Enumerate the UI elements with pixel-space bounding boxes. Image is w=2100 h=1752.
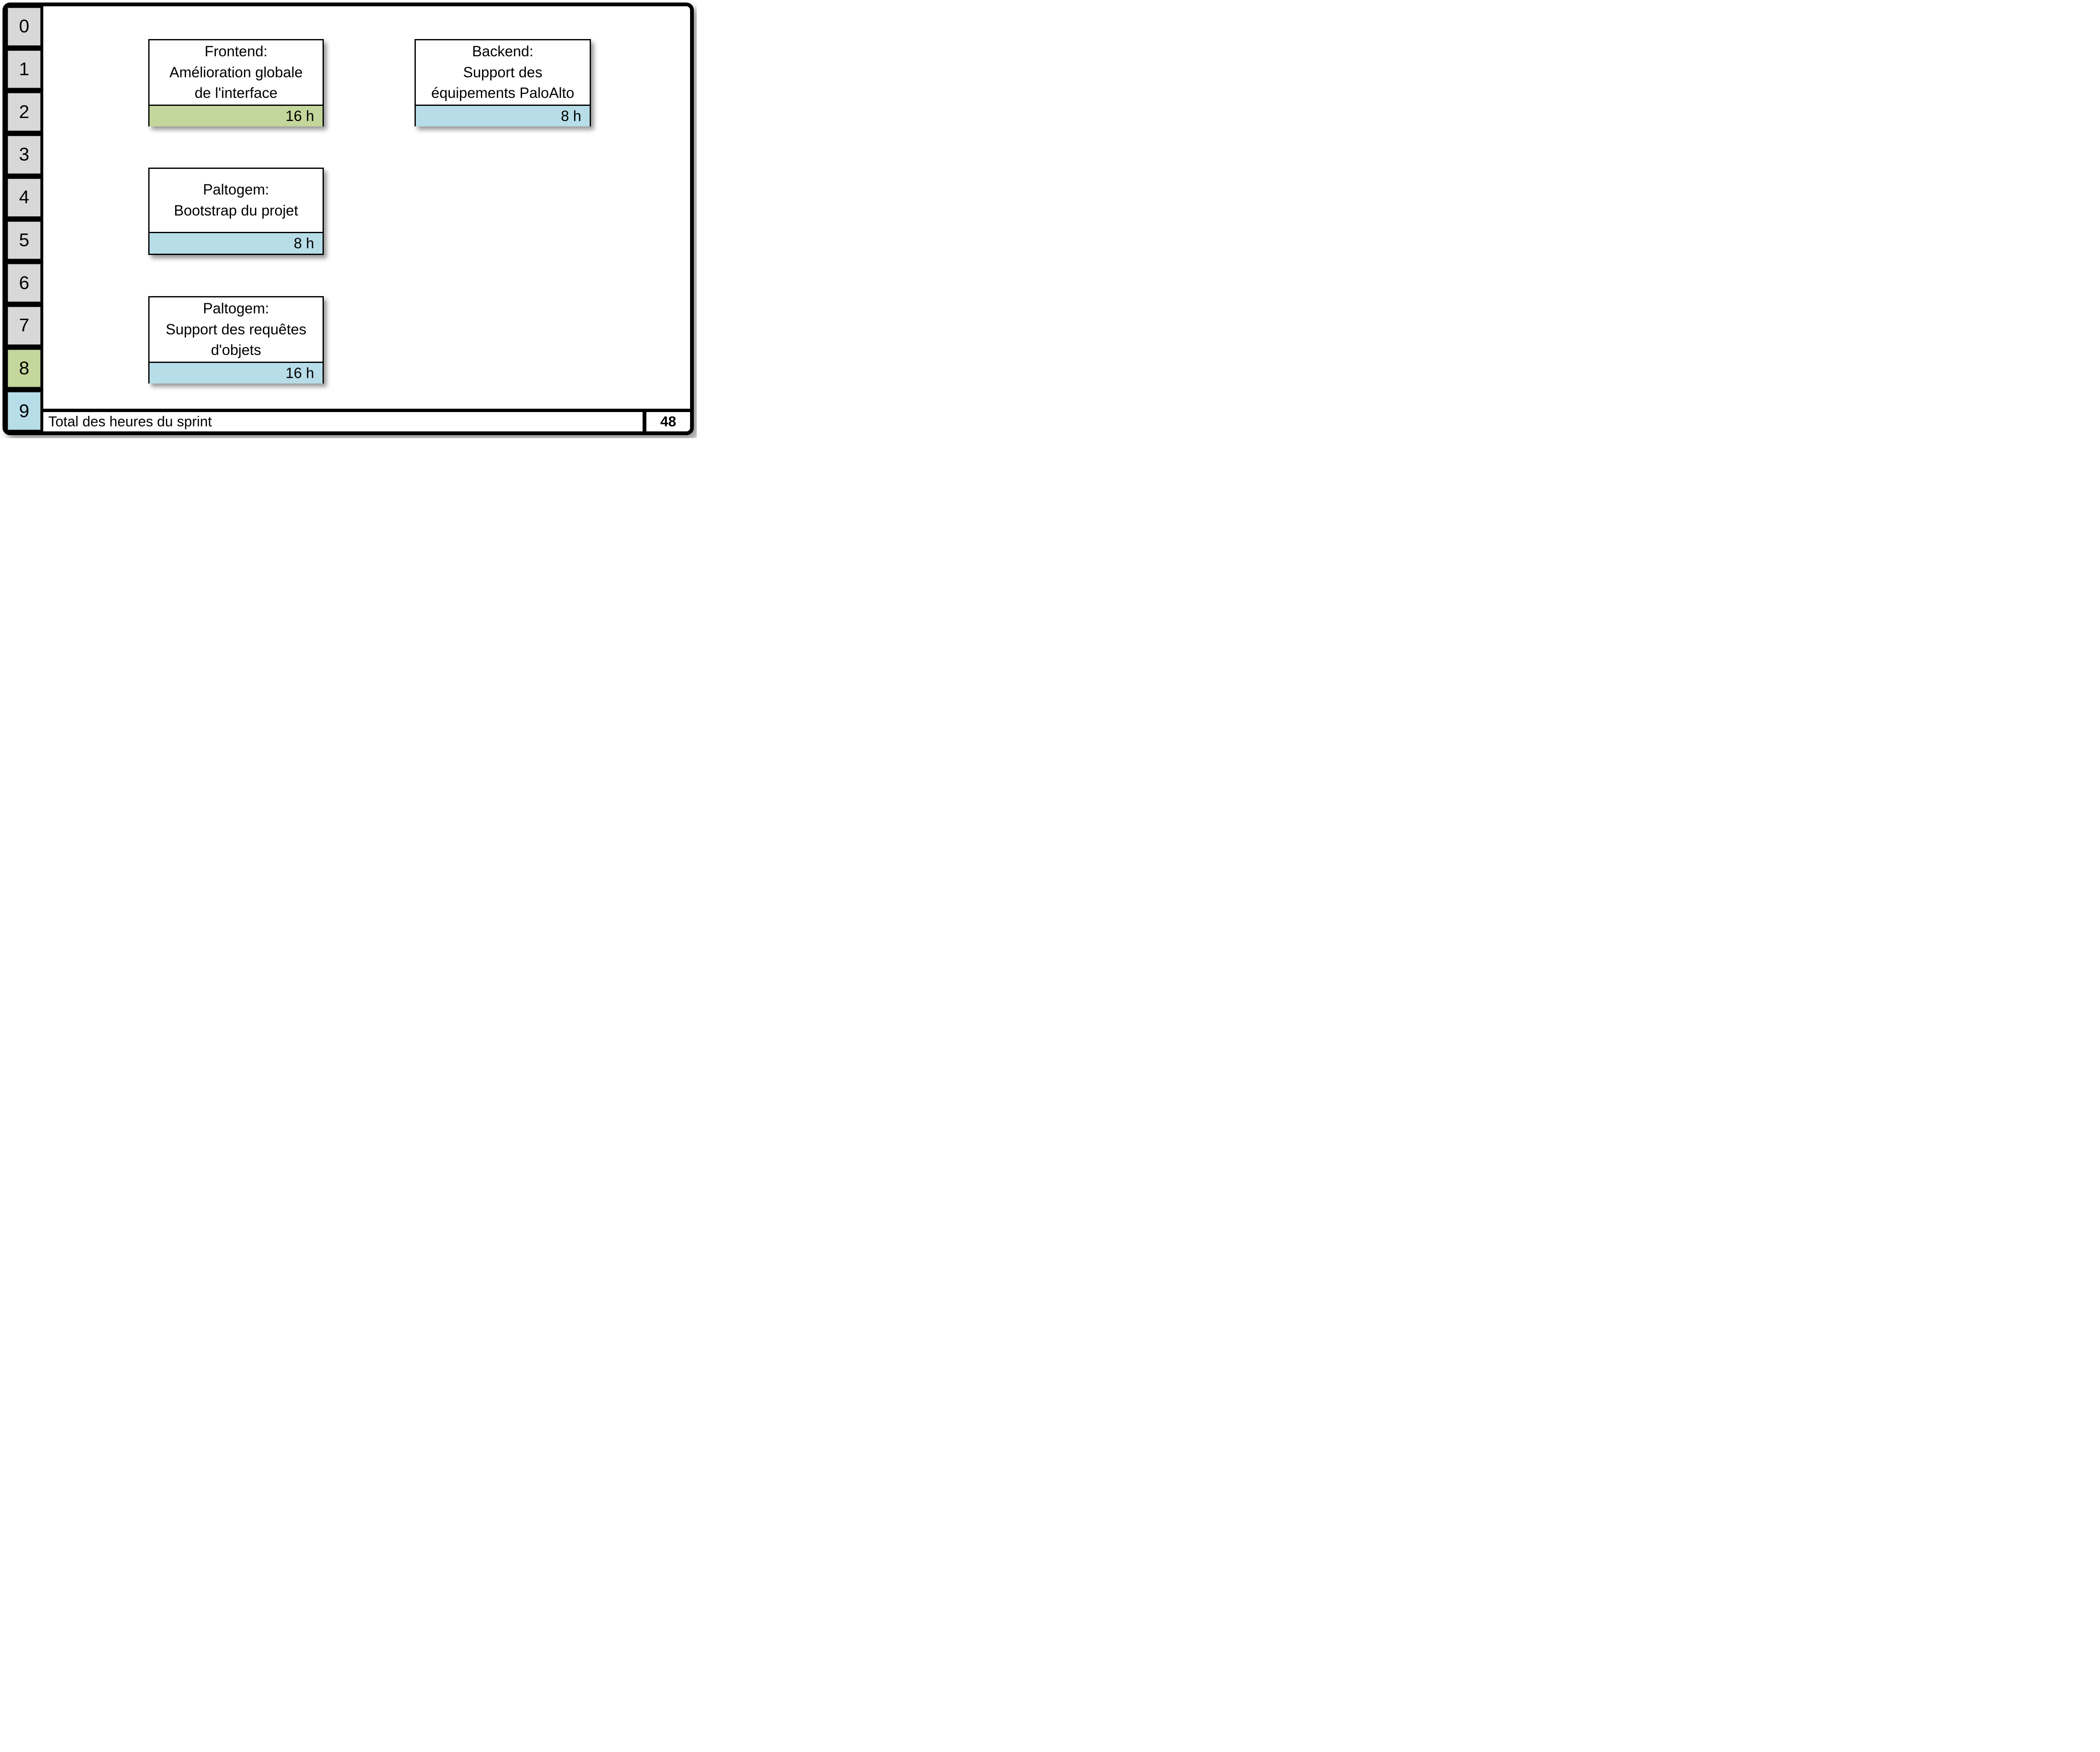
task-card-hours-bar: 8 h	[416, 105, 590, 127]
rail-cell-1: 1	[7, 50, 41, 89]
task-card-title: Paltogem: Bootstrap du projet	[174, 181, 298, 219]
rail-cell-6: 6	[7, 263, 41, 302]
task-card-paltogem-bootstrap: Paltogem: Bootstrap du projet 8 h	[148, 168, 324, 255]
task-card-title: Paltogem: Support des requêtes d'objets	[165, 300, 307, 359]
sprint-total-row: Total des heures du sprint 48	[43, 409, 690, 431]
rail-cell-4: 4	[7, 178, 41, 217]
sprint-board: 0 1 2 3 4 5 6 7 8 9 Frontend: Améliorati…	[0, 0, 697, 438]
task-card-frontend: Frontend: Amélioration globale de l'inte…	[148, 39, 324, 127]
rail-cell-3: 3	[7, 135, 41, 174]
sprint-total-label: Total des heures du sprint	[48, 413, 212, 430]
task-card-hours-bar: 16 h	[150, 105, 323, 127]
task-card-backend: Backend: Support des équipements PaloAlt…	[415, 39, 591, 127]
rail-cell-7: 7	[7, 306, 41, 345]
rail-cell-2: 2	[7, 92, 41, 132]
rail-cell-9: 9	[7, 391, 41, 431]
task-card-title: Backend: Support des équipements PaloAlt…	[431, 43, 575, 102]
rail-cell-8: 8	[7, 349, 41, 388]
hour-rail: 0 1 2 3 4 5 6 7 8 9	[6, 6, 43, 431]
task-card-hours-bar: 16 h	[150, 362, 323, 384]
task-card-title: Frontend: Amélioration globale de l'inte…	[169, 43, 303, 102]
rail-cell-5: 5	[7, 221, 41, 260]
board-frame: 0 1 2 3 4 5 6 7 8 9 Frontend: Améliorati…	[3, 3, 694, 435]
sprint-total-value: 48	[643, 412, 690, 431]
rail-cell-0: 0	[7, 7, 41, 46]
task-card-paltogem-requetes: Paltogem: Support des requêtes d'objets …	[148, 296, 324, 384]
task-card-hours-bar: 8 h	[150, 232, 323, 254]
